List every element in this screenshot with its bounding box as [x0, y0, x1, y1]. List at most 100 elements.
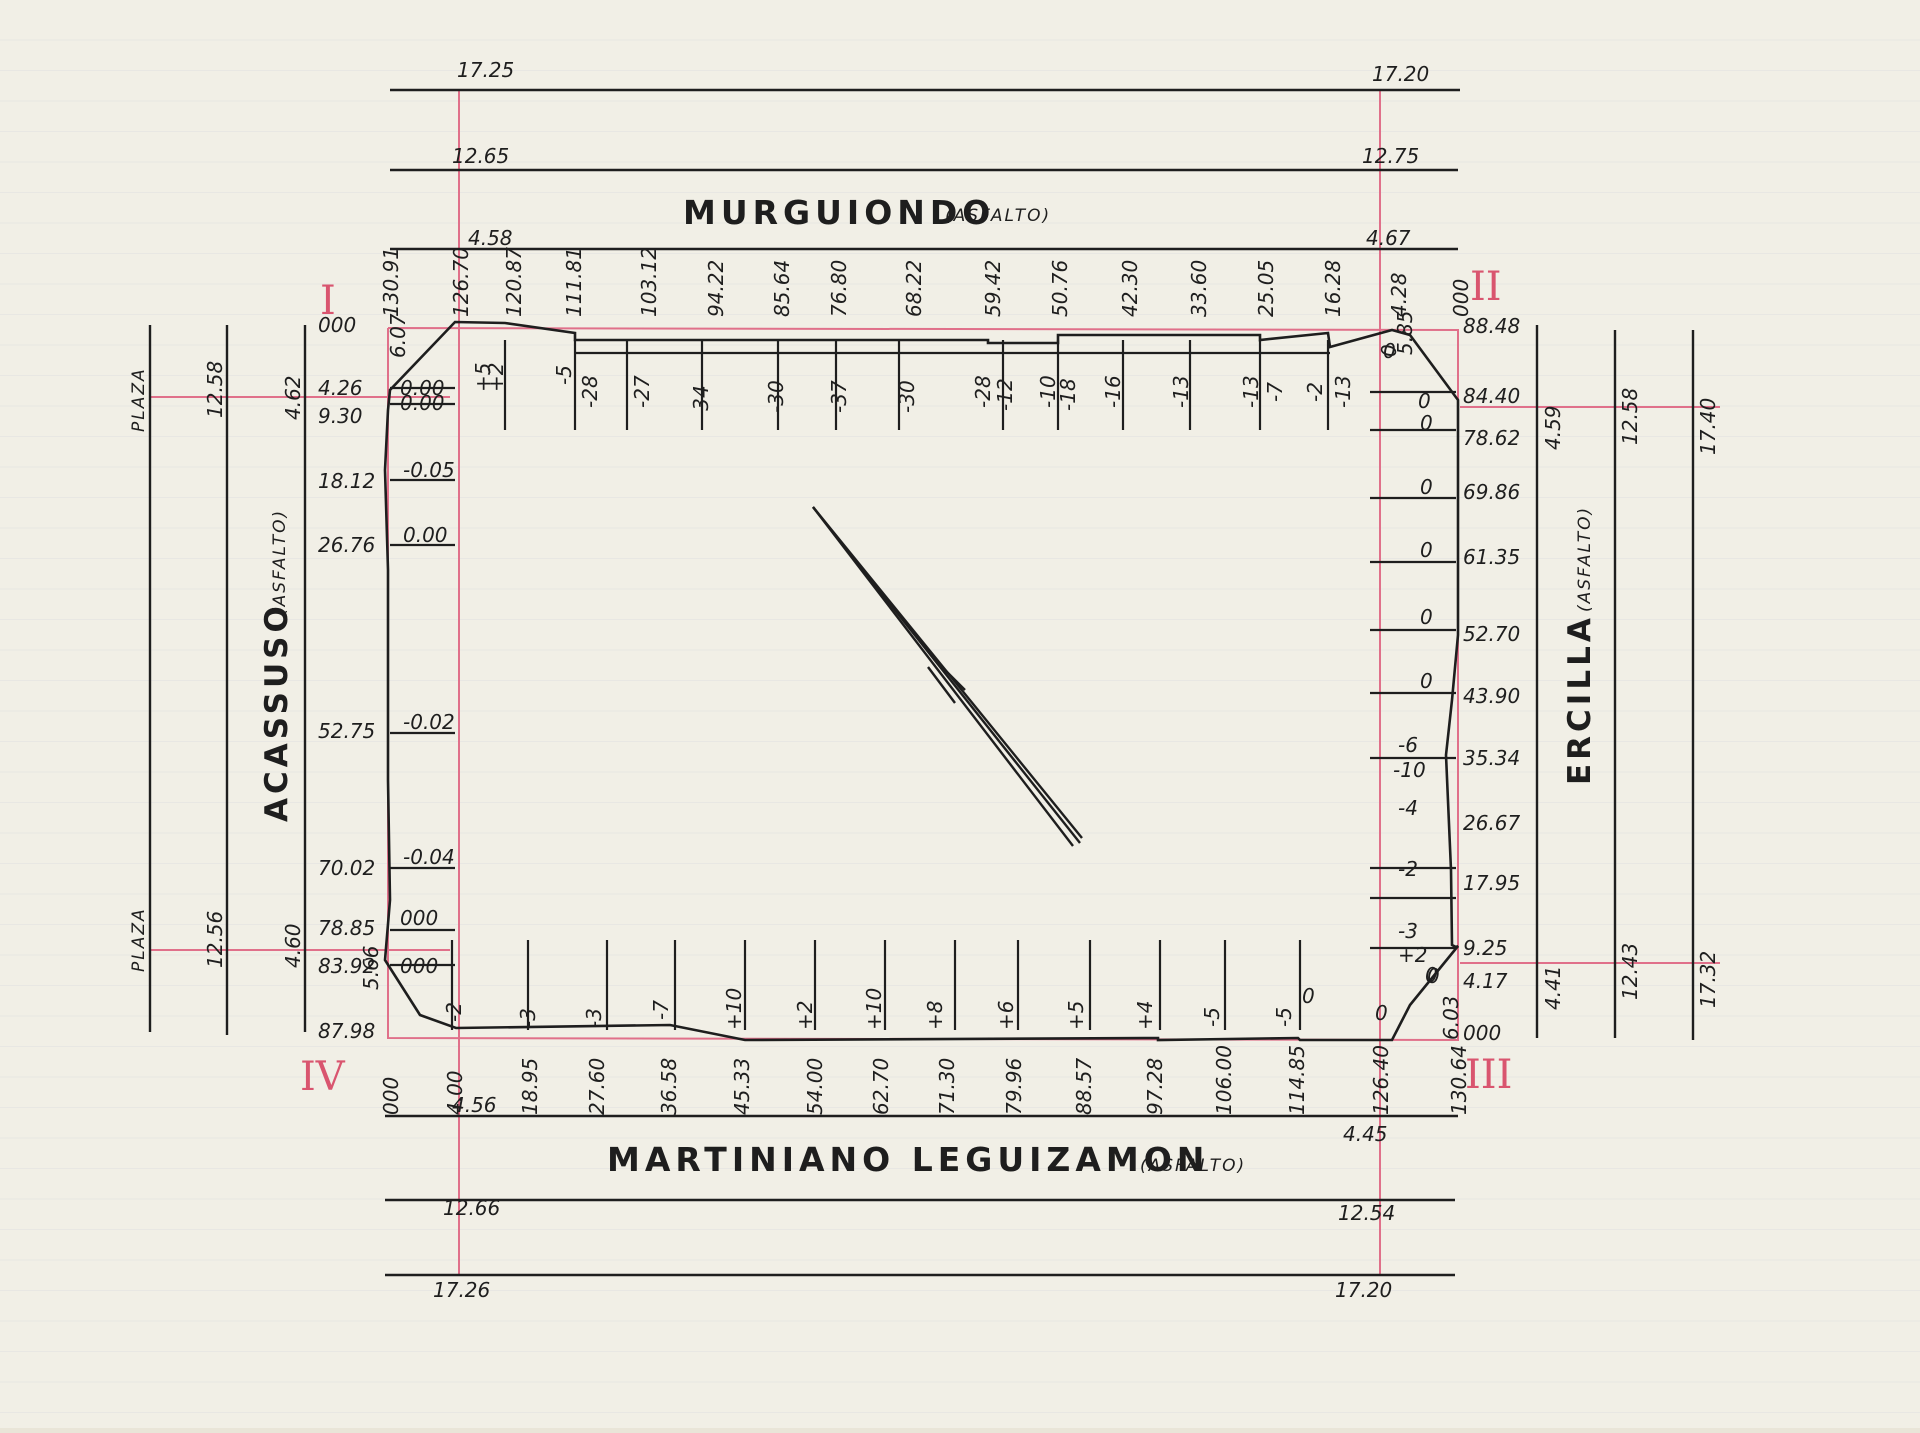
top-level-mark: +2 — [484, 363, 508, 392]
bottom-chainage-label: 88.57 — [1072, 1057, 1096, 1115]
bottom-level-mark: 0 — [1427, 964, 1440, 988]
top-level-mark: -34 — [689, 385, 713, 418]
bottom-level-mark: -3 — [582, 1008, 606, 1028]
bottom-chainage-label: 79.96 — [1002, 1058, 1026, 1115]
top-chainage-label: 85.64 — [770, 260, 794, 317]
top-level-mark: -27 — [630, 375, 654, 408]
left-chainage-label: 26.76 — [318, 533, 375, 557]
left-level-mark: -0.02 — [403, 710, 455, 734]
bottom-chainage-label: 45.33 — [730, 1058, 754, 1115]
bottom-level-mark: -2 — [442, 1002, 466, 1022]
top-chainage-label: 42.30 — [1118, 260, 1142, 317]
level-label: 4.45 — [1343, 1122, 1388, 1146]
right-level-mark: 0 — [1420, 605, 1433, 629]
right-chainage-label: 69.86 — [1463, 480, 1520, 504]
top-chainage-label: 59.42 — [981, 260, 1005, 317]
bottom-level-mark: 0 — [1302, 984, 1315, 1008]
top-chainage-label: 94.22 — [704, 260, 728, 317]
level-label: 12.66 — [443, 1196, 500, 1220]
top-chainage-label: 000 — [1449, 279, 1473, 317]
level-label: 4.59 — [1541, 405, 1565, 450]
right-level-mark: 0 — [1383, 339, 1396, 363]
level-label: 12.58 — [1618, 388, 1642, 445]
street-name-right: ERCILLA — [1562, 614, 1598, 785]
left-chainage-label: 87.98 — [318, 1019, 375, 1043]
top-level-mark: -18 — [1056, 378, 1080, 411]
top-chainage-label: 33.60 — [1187, 260, 1211, 317]
bottom-level-mark: +2 — [793, 1001, 817, 1030]
bottom-level-mark: 0 — [1375, 1001, 1388, 1025]
left-chainage-label: 9.30 — [318, 404, 363, 428]
bottom-level-mark: -5 — [1272, 1007, 1296, 1027]
right-chainage-label: 78.62 — [1463, 426, 1520, 450]
north-arrow-shaft — [812, 506, 1074, 847]
level-label: 12.65 — [452, 144, 509, 168]
right-level-mark: 0 — [1420, 538, 1433, 562]
bottom-chainage-label: 126.40 — [1369, 1045, 1393, 1115]
bottom-level-mark: -3 — [516, 1008, 540, 1028]
level-label: 4.58 — [468, 226, 513, 250]
top-level-mark: -7 — [1263, 382, 1287, 402]
corner-label-4: IV — [300, 1054, 346, 1100]
top-chainage-label: 16.28 — [1321, 260, 1345, 317]
level-label: 12.56 — [203, 911, 227, 968]
level-label: 12.75 — [1362, 144, 1419, 168]
right-chainage-label: 35.34 — [1463, 746, 1520, 770]
corner-label-2: II — [1470, 264, 1502, 310]
bottom-chainage-label: 130.64 — [1447, 1045, 1471, 1115]
level-label: 17.32 — [1696, 951, 1720, 1008]
top-chainage-label: 126.70 — [449, 247, 473, 317]
bottom-chainage-label: 62.70 — [869, 1058, 893, 1115]
bottom-level-mark: +8 — [923, 1001, 947, 1030]
top-level-mark: -5 — [552, 365, 576, 385]
level-label: 12.58 — [203, 361, 227, 418]
right-chainage-label: 88.48 — [1463, 314, 1520, 338]
left-level-mark: 000 — [400, 954, 438, 978]
street-surface-top: (ASFALTO) — [945, 206, 1051, 226]
corner-numerals: I II III IV — [300, 264, 1512, 1100]
right-level-mark: -4 — [1398, 796, 1418, 820]
right-level-mark: 0 — [1425, 963, 1438, 987]
level-label: 4.62 — [281, 375, 305, 420]
paper-rules — [0, 39, 1920, 1413]
top-level-mark: -30 — [764, 380, 788, 413]
right-chainage-label: 61.35 — [1463, 545, 1520, 569]
left-chainage-label: 78.85 — [318, 916, 375, 940]
bottom-level-mark: -5 — [1200, 1007, 1224, 1027]
top-level-mark: -16 — [1101, 375, 1125, 408]
right-chainage-label: 26.67 — [1463, 811, 1521, 835]
level-label: 17.26 — [433, 1278, 490, 1302]
right-level-mark: -2 — [1398, 857, 1418, 881]
level-label: 17.20 — [1335, 1278, 1392, 1302]
top-level-mark: -13 — [1239, 375, 1263, 408]
top-chainage-label: 111.81 — [562, 247, 586, 317]
top-chainage-label: 103.12 — [637, 247, 661, 317]
right-level-mark: 0 — [1420, 669, 1433, 693]
right-level-mark: -10 — [1393, 758, 1426, 782]
bottom-chainage-label: 000 — [379, 1077, 403, 1115]
left-chainage-label: 18.12 — [318, 469, 375, 493]
right-level-mark: -6 — [1398, 733, 1418, 757]
level-label: 4.67 — [1366, 226, 1411, 250]
left-chainage-label: 70.02 — [318, 856, 375, 880]
bottom-level-mark: 5.66 — [359, 945, 383, 990]
right-chainage-label: 9.25 — [1463, 936, 1508, 960]
street-name-bottom: MARTINIANO LEGUIZAMON — [607, 1140, 1209, 1179]
right-level-mark: +2 — [1398, 943, 1427, 967]
right-chainage-label: 000 — [1463, 1021, 1501, 1045]
level-label: 17.40 — [1696, 398, 1720, 455]
top-level-mark: -30 — [895, 380, 919, 413]
top-level-mark: 0 — [1377, 344, 1401, 357]
level-label: 4.41 — [1541, 965, 1565, 1010]
corner-label-1: I — [320, 278, 336, 324]
street-surface-left: (ASFALTO) — [270, 509, 290, 615]
left-chainage-label: 000 — [318, 313, 356, 337]
street-lines — [148, 88, 1695, 1277]
bottom-chainage-label: 54.00 — [803, 1058, 827, 1115]
top-chainage-label: 25.05 — [1254, 260, 1278, 317]
level-label: 17.20 — [1372, 62, 1429, 86]
bottom-level-mark: +10 — [862, 988, 886, 1030]
